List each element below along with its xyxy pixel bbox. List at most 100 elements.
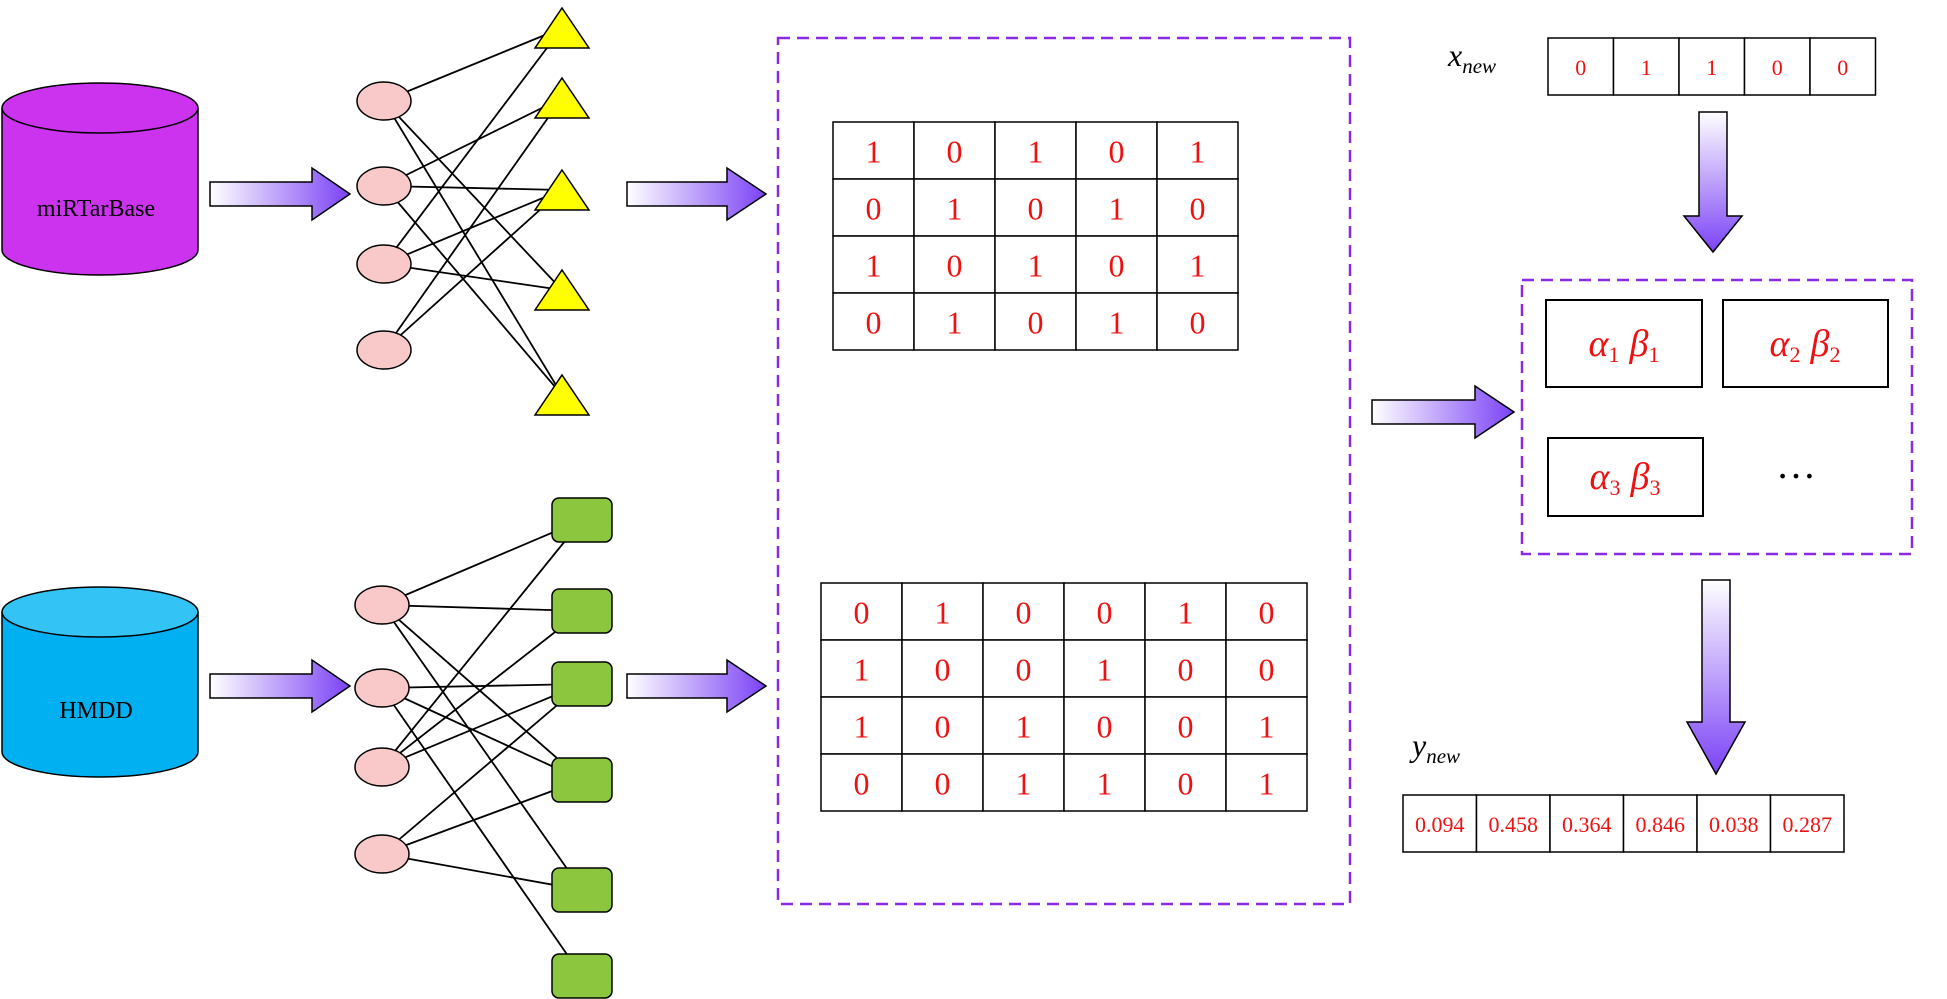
target-node <box>533 76 591 119</box>
y-new-cell-value: 0.846 <box>1636 812 1686 837</box>
matrix-top-cell <box>913 121 996 180</box>
matrix-bottom-cell-value: 0 <box>1097 709 1113 745</box>
mirna-node <box>356 166 412 206</box>
network-edge <box>383 97 563 187</box>
matrix-bottom-cell-value: 0 <box>1178 652 1194 688</box>
matrix-bottom-cell-value: 0 <box>935 652 951 688</box>
matrix-top-cell-value: 1 <box>1190 248 1206 284</box>
y-new-cell <box>1769 794 1845 853</box>
network-edge <box>381 519 583 768</box>
disease-node <box>551 757 613 803</box>
matrix-top-cell-value: 1 <box>947 191 963 227</box>
mirtarbase-label: miRTarBase <box>37 196 155 222</box>
matrix-top-cell-value: 0 <box>1190 305 1206 341</box>
matrix-top-cell <box>1156 178 1239 237</box>
network-edge <box>383 100 563 291</box>
network-edge <box>381 687 583 781</box>
disease-node <box>551 497 613 543</box>
x-new-label: xnew <box>1447 37 1496 78</box>
matrix-bottom-cell-value: 0 <box>1178 709 1194 745</box>
matrix-bottom-cell-value: 0 <box>935 709 951 745</box>
matrix-top-cell <box>994 178 1077 237</box>
x-new-cell-value: 1 <box>1706 55 1717 80</box>
matrix-bottom-cell-value: 1 <box>1259 766 1275 802</box>
matrix-bottom-cell-value: 1 <box>1016 709 1032 745</box>
matrix-top-cell <box>1075 121 1158 180</box>
matrix-bottom-cell <box>901 753 984 812</box>
mirna-target-network <box>356 6 591 416</box>
hmdd-label: HMDD <box>59 698 132 724</box>
disease-node <box>551 661 613 707</box>
disease-node <box>551 867 613 913</box>
y-new-cell <box>1696 794 1772 853</box>
network-edge <box>381 683 583 689</box>
mirna-node <box>354 747 410 787</box>
arrow-right <box>1371 384 1516 440</box>
mirtarbase-database-icon: miRTarBase <box>1 82 199 276</box>
x-new-cell <box>1743 37 1811 96</box>
x-new-cell-value: 1 <box>1641 55 1652 80</box>
x-new-cell-value: 0 <box>1772 55 1783 80</box>
matrix-top-cell-value: 1 <box>1109 191 1125 227</box>
network-edge <box>381 604 583 612</box>
matrix-bottom-cell <box>982 753 1065 812</box>
y-new-cell-value: 0.094 <box>1415 812 1465 837</box>
network-edge <box>383 27 563 102</box>
mirna-disease-network <box>354 497 613 999</box>
matrix-bottom-cell-value: 0 <box>1178 766 1194 802</box>
network-edge <box>383 189 563 351</box>
x-new-cell <box>1678 37 1746 96</box>
arrow-down <box>1682 111 1744 254</box>
matrix-bottom-cell-value: 0 <box>1259 595 1275 631</box>
matrix-top-cell-value: 0 <box>1109 134 1125 170</box>
matrix-bottom-cell-value: 1 <box>854 652 870 688</box>
disease-node <box>551 953 613 999</box>
y-new-cell-value: 0.458 <box>1489 812 1539 837</box>
x-new-cell-value: 0 <box>1575 55 1586 80</box>
network-edge <box>381 779 583 855</box>
matrix-top-cell <box>1075 292 1158 351</box>
matrix-top-cell <box>832 292 915 351</box>
y-new-cell <box>1622 794 1698 853</box>
matrix-bottom-cell <box>901 696 984 755</box>
arrow-down <box>1685 579 1747 776</box>
matrix-top-cell-value: 1 <box>1109 305 1125 341</box>
matrix-top-cell-value: 1 <box>866 134 882 170</box>
matrix-top-cell <box>1156 121 1239 180</box>
matrix-bottom-cell <box>1144 582 1227 641</box>
matrix-top-cell-value: 0 <box>947 134 963 170</box>
matrix-bottom-cell <box>820 753 903 812</box>
mirna-node <box>354 668 410 708</box>
matrix-bottom-cell-value: 0 <box>1259 652 1275 688</box>
matrix-bottom-cell-value: 0 <box>854 595 870 631</box>
matrix-bottom-cell-value: 0 <box>1016 652 1032 688</box>
matrix-bottom-cell-value: 1 <box>1097 766 1113 802</box>
network-edge <box>383 27 563 265</box>
matrix-top-cell <box>832 235 915 294</box>
target-node <box>533 373 591 416</box>
matrix-top-cell-value: 0 <box>866 305 882 341</box>
network-edge <box>383 185 563 396</box>
target-node <box>533 268 591 311</box>
network-edge <box>381 610 583 768</box>
matrix-bottom-cell <box>1144 639 1227 698</box>
network-edge <box>383 263 563 291</box>
y-new-cell-value: 0.364 <box>1562 812 1612 837</box>
matrix-top-cell-value: 1 <box>947 305 963 341</box>
matrix-bottom-cell <box>1225 582 1308 641</box>
mirna-node <box>356 244 412 284</box>
network-edge <box>381 687 583 977</box>
parameters-dashed-panel <box>1520 278 1914 556</box>
matrix-bottom-cell <box>820 639 903 698</box>
matrices-dashed-panel <box>776 36 1352 906</box>
matrix-top-cell <box>1075 178 1158 237</box>
network-edge <box>381 853 583 891</box>
